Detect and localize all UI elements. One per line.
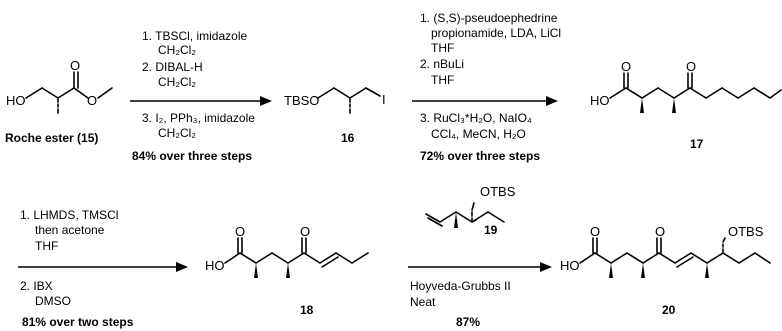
c17-ketone-o-label: O bbox=[686, 59, 696, 74]
step2-conditions: 1. (S,S)-pseudoephedrine propionamide, L… bbox=[420, 11, 561, 163]
step3-line1: 1. LHMDS, TMSCl bbox=[20, 208, 118, 222]
step3-line5: DMSO bbox=[35, 294, 71, 308]
roche-ester-label: Roche ester (15) bbox=[5, 131, 98, 145]
compound-17-structure: HO O O 17 bbox=[590, 59, 782, 151]
step2-yield: 72% over three steps bbox=[420, 149, 540, 163]
step1-line6: CH₂Cl₂ bbox=[158, 126, 196, 140]
compound-20-label: 20 bbox=[662, 303, 676, 317]
c18-ho-label: HO bbox=[205, 258, 225, 273]
c18-acid-o-label: O bbox=[235, 224, 245, 239]
roche-carbonyl-o-label: O bbox=[70, 58, 80, 73]
step4-conditions: Hoyveda-Grubbs II Neat 87% bbox=[410, 279, 511, 329]
step1-line1: 1. TBSCl, imidazole bbox=[142, 29, 247, 43]
roche-ester-o-label: O bbox=[87, 93, 97, 108]
step1-line2: CH₂Cl₂ bbox=[158, 43, 196, 57]
step2-line3: THF bbox=[431, 41, 454, 55]
step3-line4: 2. IBX bbox=[20, 279, 53, 293]
step1-line5: 3. I₂, PPh₃, imidazole bbox=[142, 111, 255, 125]
c19-otbs-label: OTBS bbox=[480, 184, 516, 199]
roche-ho-label: HO bbox=[6, 93, 26, 108]
compound-16-label: 16 bbox=[341, 131, 355, 145]
c20-otbs-label: OTBS bbox=[728, 224, 764, 239]
compound-20-structure: HO O O OTBS 20 bbox=[560, 224, 771, 317]
step1-conditions: 1. TBSCl, imidazole CH₂Cl₂ 2. DIBAL-H CH… bbox=[132, 29, 255, 163]
c17-acid-o-label: O bbox=[621, 59, 631, 74]
step2-line2: propionamide, LDA, LiCl bbox=[431, 26, 561, 40]
step2-line4: 2. nBuLi bbox=[420, 57, 464, 71]
compound-17-label: 17 bbox=[690, 137, 704, 151]
compound-19-structure: OTBS 19 bbox=[425, 184, 516, 237]
c20-ketone-o-label: O bbox=[655, 224, 665, 239]
compound-18-label: 18 bbox=[300, 303, 314, 317]
roche-ester-structure: HO O O Roche ester (15) bbox=[5, 58, 113, 145]
step2-line1: 1. (S,S)-pseudoephedrine bbox=[420, 11, 558, 25]
step1-line4: CH₂Cl₂ bbox=[158, 75, 196, 89]
compound-19-label: 19 bbox=[484, 223, 498, 237]
step4-line1: Hoyveda-Grubbs II bbox=[410, 279, 511, 293]
c20-acid-o-label: O bbox=[590, 224, 600, 239]
step3-arrow bbox=[18, 262, 188, 272]
c16-tbso-label: TBSO bbox=[284, 93, 319, 108]
step1-yield: 84% over three steps bbox=[132, 149, 252, 163]
step3-conditions: 1. LHMDS, TMSCl then acetone THF 2. IBX … bbox=[20, 208, 134, 329]
compound-16-structure: TBSO I 16 bbox=[284, 87, 386, 145]
step2-arrow bbox=[412, 96, 558, 106]
step4-yield: 87% bbox=[456, 315, 480, 329]
step2-line7: CCl₄, MeCN, H₂O bbox=[431, 127, 526, 141]
step3-yield: 81% over two steps bbox=[22, 315, 134, 329]
step1-arrow bbox=[130, 96, 272, 106]
step1-line3: 2. DIBAL-H bbox=[142, 60, 203, 74]
c17-ho-label: HO bbox=[590, 93, 610, 108]
step3-line3: THF bbox=[35, 239, 58, 253]
c20-ho-label: HO bbox=[560, 258, 580, 273]
step2-line6: 3. RuCl₃*H₂O, NaIO₄ bbox=[420, 111, 532, 125]
step4-line2: Neat bbox=[410, 295, 436, 309]
c16-iodine-label: I bbox=[382, 92, 386, 107]
step2-line5: THF bbox=[431, 73, 454, 87]
step3-line2: then acetone bbox=[35, 223, 105, 237]
c18-ketone-o-label: O bbox=[300, 224, 310, 239]
compound-18-structure: HO O O 18 bbox=[205, 224, 369, 317]
step4-arrow bbox=[408, 262, 552, 272]
